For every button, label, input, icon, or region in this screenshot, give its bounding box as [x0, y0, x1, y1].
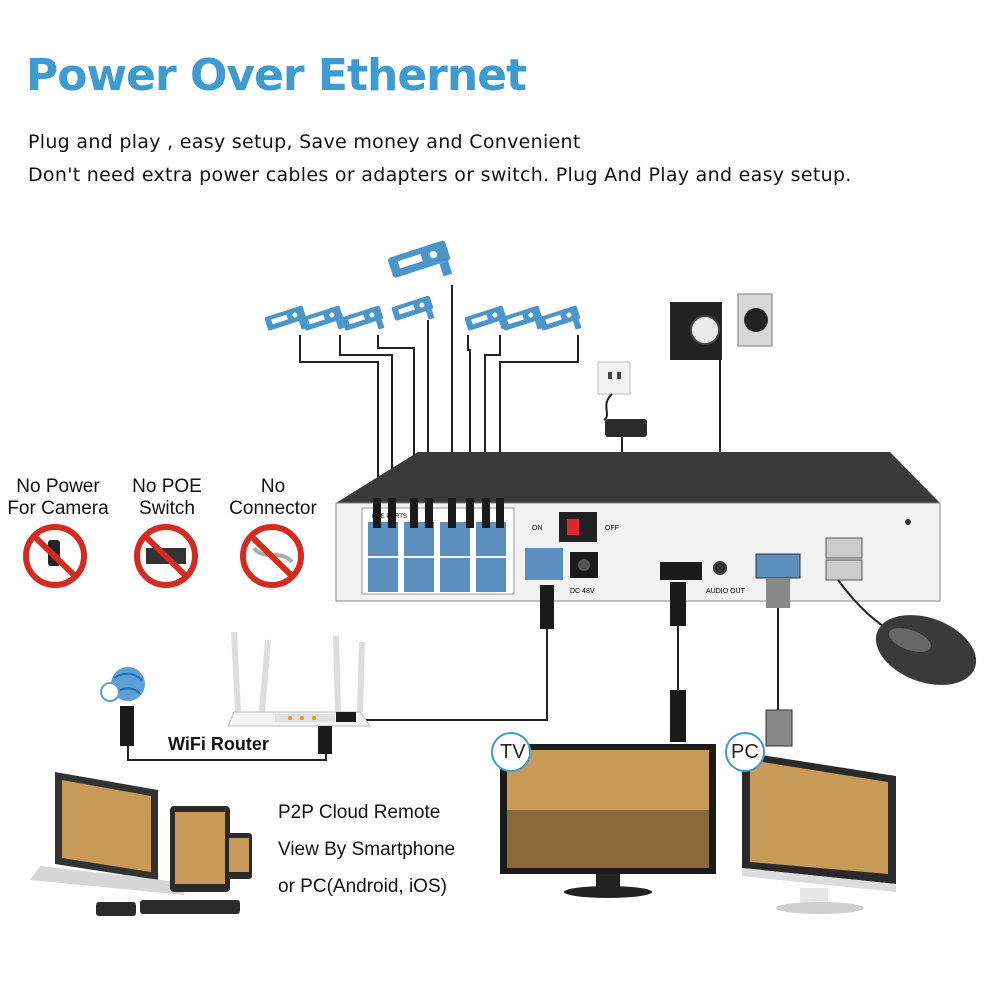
no-poe-switch-label: No POE Switch	[102, 476, 232, 520]
no-connector-label-bottom: Connector	[229, 498, 317, 519]
description-line-1: Plug and play , easy setup, Save money a…	[28, 131, 581, 153]
no-power-label: No Power For Camera	[0, 476, 123, 520]
svg-text:DC 48V: DC 48V	[570, 588, 595, 595]
nvr-recorder: ON OFF DC 48V AUDIO OUT POE PORTS	[335, 452, 941, 602]
no-power-label-top: No Power	[16, 476, 100, 497]
remote-text-line-1: P2P Cloud Remote	[278, 802, 441, 823]
mouse-icon	[837, 579, 977, 685]
camera-icon-2	[301, 305, 347, 340]
no-poe-switch-prohibit-icon	[134, 524, 198, 588]
tv-badge: TV	[500, 741, 526, 763]
camera-icon-large	[387, 239, 456, 292]
hdmi-cable	[670, 582, 686, 742]
internet-globe-icon	[100, 667, 145, 702]
camera-icon-6	[500, 305, 546, 340]
svg-text:ON: ON	[532, 525, 543, 532]
camera-icon-4	[391, 295, 437, 330]
camera-icon-7	[538, 305, 584, 340]
remote-text-line-2: View By Smartphone	[278, 839, 456, 860]
no-poe-switch-label-bottom: Switch	[139, 498, 195, 519]
pc-monitor-icon	[742, 752, 896, 914]
lan-cable	[356, 585, 554, 721]
wifi-router-label: WiFi Router	[168, 734, 269, 754]
camera-icon-1	[264, 305, 310, 340]
no-power-label-bottom: For Camera	[7, 498, 109, 519]
camera-cables	[299, 285, 579, 505]
remote-text-line-3: or PC(Android, iOS)	[278, 876, 447, 897]
svg-text:AUDIO OUT: AUDIO OUT	[706, 588, 746, 595]
pc-badge-circle	[725, 732, 765, 772]
page-title: Power Over Ethernet	[26, 50, 527, 101]
tv-badge-circle	[491, 732, 531, 772]
no-connector-label-top: No	[260, 476, 286, 497]
no-connector-label: No Connector	[208, 476, 338, 520]
wifi-router-icon	[120, 631, 371, 761]
speakers-icon	[670, 293, 773, 360]
tv-monitor-icon	[500, 744, 716, 898]
camera-icon-3	[341, 305, 387, 340]
no-power-prohibit-icon	[23, 524, 87, 588]
svg-text:OFF: OFF	[605, 525, 619, 532]
vga-cable	[765, 578, 793, 747]
svg-text:POE PORTS: POE PORTS	[372, 514, 407, 520]
no-connector-prohibit-icon	[240, 524, 304, 588]
pc-badge: PC	[731, 741, 759, 763]
description-line-2: Don't need extra power cables or adapter…	[28, 164, 852, 186]
no-poe-switch-label-top: No POE	[132, 476, 202, 497]
laptop-and-tablet-icon	[30, 772, 252, 916]
